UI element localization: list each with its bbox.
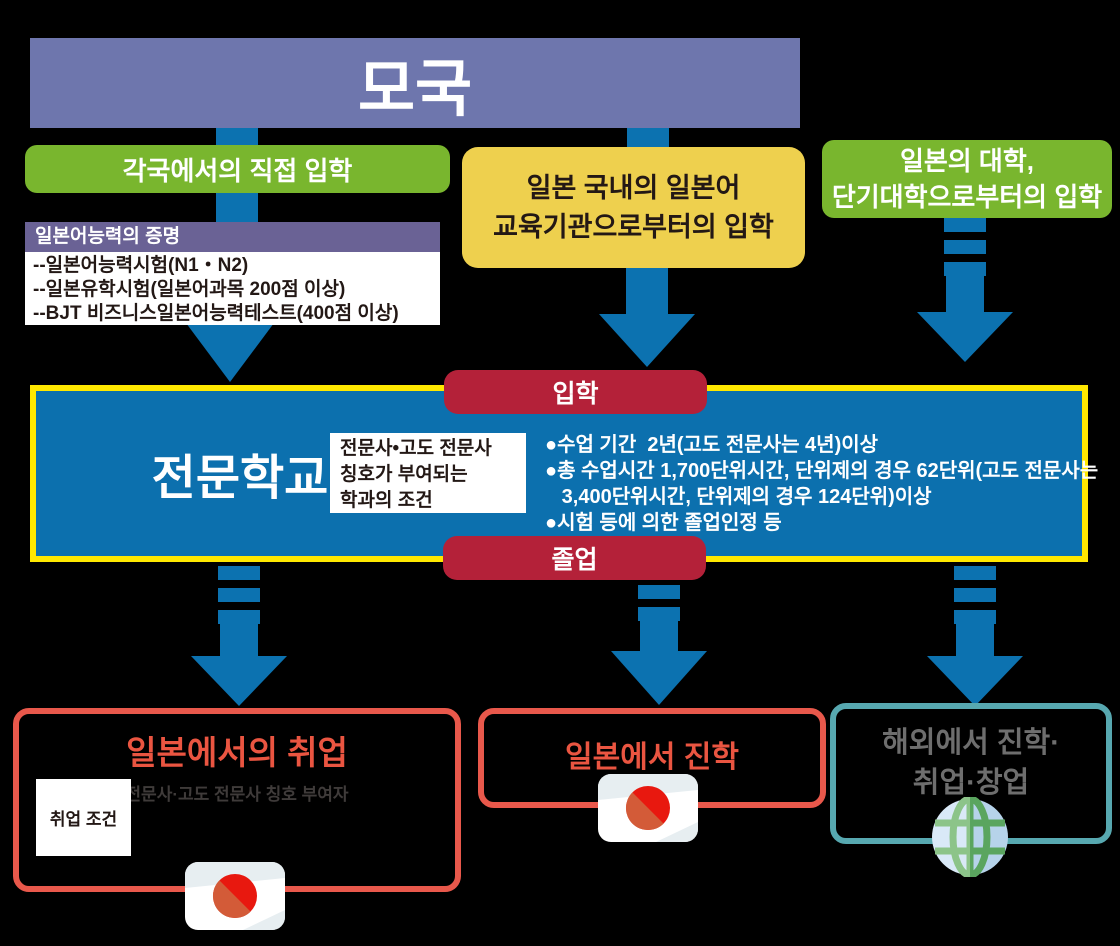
condition-line: 칭호가 부여되는 [340,464,468,485]
language-school-entry-line2: 교육기관으로부터의 입학 [493,211,774,242]
school-name-label: 전문학교 [151,452,329,505]
direct-entry-box: 각국에서의 직접 입학 [25,145,450,193]
arrow-down-dashed-outcome-left-icon [191,566,287,706]
direct-entry-label: 각국에서의 직접 입학 [122,155,353,186]
university-entry-line2: 단기대학으로부터의 입학 [831,182,1103,212]
outcome-overseas-title-line2: 취업·창업 [912,767,1030,799]
home-country-banner: 모국 [30,38,800,128]
outcome-overseas-title-line1: 해외에서 진학· [882,727,1060,759]
admission-badge: 입학 [444,370,707,414]
globe-icon [932,797,1008,877]
outcome-japan-employment-subtitle: 전문사·고도 전문사 칭호 부여자 [125,785,349,804]
language-proof-header-label: 일본어능력의 증명 [35,226,181,247]
language-school-entry-line1: 일본 국내의 일본어 [526,172,741,203]
proof-item: --일본어능력시험(N1・N2) [33,255,249,276]
outcome-japan-study-title: 일본에서 진학 [565,741,739,774]
title-condition-box: 전문사•고도 전문사 칭호가 부여되는 학과의 조건 [330,433,526,513]
arrow-down-dashed-outcome-right-icon [927,566,1023,706]
employment-condition-note: 취업 조건 [36,779,131,856]
language-proof-list: --일본어능력시험(N1・N2) --일본유학시험(일본어과목 200점 이상)… [25,252,440,325]
requirement-line: ●수업 기간 2년(고도 전문사는 4년)이상 [545,434,879,456]
requirement-line: 3,400단위시간, 단위제의 경우 124단위)이상 [545,486,932,508]
requirement-line: ●총 수업시간 1,700단위시간, 단위제의 경우 62단위(고도 전문사는 [545,460,1099,482]
arrow-down-dashed-outcome-middle-icon [611,585,707,705]
japan-flag-icon [185,862,285,930]
school-name: 전문학교 [80,438,400,508]
arrow-down-left-icon [186,323,274,382]
graduation-requirements-list: ●수업 기간 2년(고도 전문사는 4년)이상 ●총 수업시간 1,700단위시… [545,432,1099,536]
language-school-entry-box: 일본 국내의 일본어 교육기관으로부터의 입학 [462,147,805,268]
university-entry-box: 일본의 대학, 단기대학으로부터의 입학 [822,140,1112,218]
japan-flag-icon [598,774,698,842]
graduation-badge: 졸업 [443,536,706,580]
arrow-down-dashed-right-icon [917,218,1013,362]
condition-line: 학과의 조건 [340,490,433,511]
university-entry-line1: 일본의 대학, [899,146,1035,176]
arrow-down-middle-icon [599,268,695,367]
outcome-japan-employment-box: 일본에서의 취업 전문사·고도 전문사 칭호 부여자 취업 조건 [13,708,461,892]
language-proof-header: 일본어능력의 증명 [25,222,440,252]
home-country-label: 모국 [357,55,473,124]
outcome-overseas-title: 해외에서 진학· 취업·창업 [836,723,1106,803]
admission-badge-label: 입학 [552,380,599,408]
condition-line: 전문사•고도 전문사 [340,438,492,459]
outcome-japan-employment-title: 일본에서의 취업 [126,734,348,771]
proof-item: --BJT 비즈니스일본어능력테스트(400점 이상) [33,303,399,324]
proof-item: --일본유학시험(일본어과목 200점 이상) [33,279,346,300]
employment-condition-label: 취업 조건 [49,810,118,829]
graduation-badge-label: 졸업 [551,546,598,574]
requirement-line: ●시험 등에 의한 졸업인정 등 [545,512,782,534]
